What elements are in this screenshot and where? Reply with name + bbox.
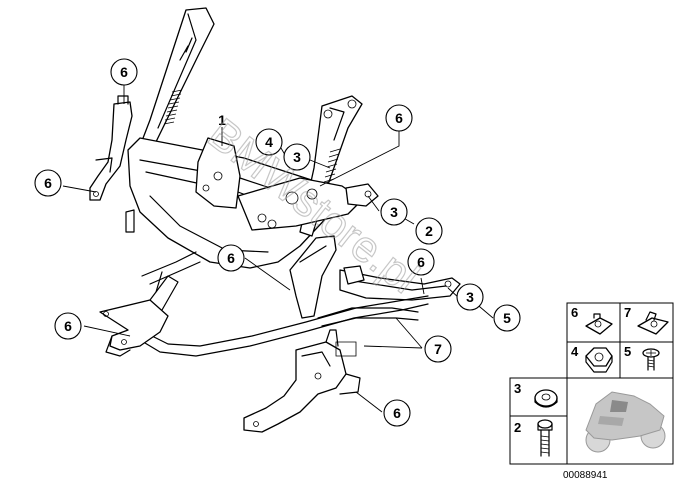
callout-6-center: 6: [217, 244, 245, 272]
bolt-icon: [537, 419, 553, 457]
svg-text:4: 4: [265, 134, 273, 150]
svg-text:2: 2: [514, 420, 521, 435]
svg-text:3: 3: [466, 289, 474, 305]
callout-6-bottom: 6: [383, 399, 411, 427]
spring-clip-icon: [637, 311, 669, 335]
callout-6-upper-right: 6: [385, 104, 413, 132]
svg-text:6: 6: [393, 405, 401, 421]
svg-text:6: 6: [417, 254, 425, 270]
svg-text:6: 6: [120, 64, 128, 80]
washer-icon: [534, 389, 558, 408]
front-frame-assembly: [89, 7, 461, 433]
svg-text:6: 6: [64, 318, 72, 334]
svg-text:6: 6: [44, 175, 52, 191]
svg-text:7: 7: [624, 305, 631, 320]
callout-3-lower: 3: [456, 283, 484, 311]
callout-5: 5: [493, 304, 521, 332]
svg-text:5: 5: [503, 310, 511, 326]
svg-text:6: 6: [571, 305, 578, 320]
legend-cell-3: 3: [514, 381, 558, 408]
svg-text:6: 6: [395, 110, 403, 126]
legend-cell-7: 7: [624, 305, 669, 335]
callout-6-right-mid: 6: [407, 248, 435, 276]
svg-text:1: 1: [218, 112, 226, 128]
legend-cell-4: 4: [571, 344, 613, 373]
legend-cell-6: 6: [571, 305, 613, 335]
svg-text:3: 3: [390, 204, 398, 220]
callout-6-top-left: 6: [110, 58, 138, 86]
hex-nut-icon: [585, 347, 613, 373]
legend-panel: 6 7 4 5: [509, 302, 674, 465]
svg-text:7: 7: [434, 341, 442, 357]
callout-6-lower-left: 6: [54, 312, 82, 340]
callout-7: 7: [424, 335, 452, 363]
motorcycle-thumbnail-icon: [585, 391, 666, 453]
svg-text:5: 5: [624, 344, 631, 359]
legend-cell-5: 5: [624, 344, 660, 371]
callout-2: 2: [415, 217, 443, 245]
callout-6-left: 6: [34, 169, 62, 197]
svg-text:3: 3: [514, 381, 521, 396]
screw-icon: [642, 348, 660, 371]
callout-3-upper: 3: [283, 143, 311, 171]
legend-cell-2: 2: [514, 419, 553, 457]
callout-4: 4: [255, 128, 283, 156]
diagram-id: 00088941: [563, 470, 608, 481]
svg-text:2: 2: [425, 223, 433, 239]
svg-text:3: 3: [293, 149, 301, 165]
svg-text:4: 4: [571, 344, 579, 359]
clip-nut-icon: [585, 313, 613, 335]
svg-text:6: 6: [227, 250, 235, 266]
callout-3-right: 3: [380, 198, 408, 226]
callout-1: 1: [218, 112, 226, 128]
